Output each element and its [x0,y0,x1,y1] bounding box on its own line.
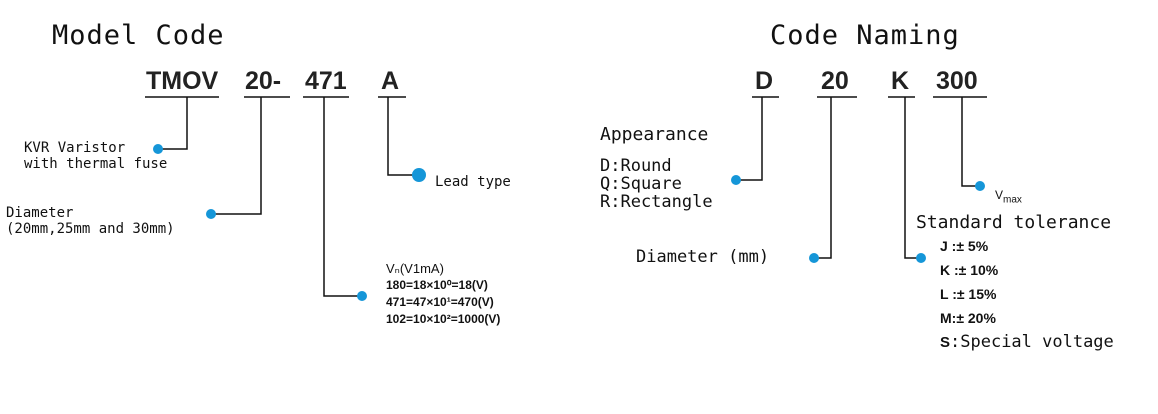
tolerance-j: J :± 5% [940,238,989,254]
tolerance-k: K :± 10% [940,262,999,278]
code-k: K [891,67,910,95]
appearance-rectangle: R:Rectangle [600,192,713,212]
code-471: 471 [305,67,347,95]
tolerance-list: J :± 5% K :± 10% L :± 15% M:± 20% S:Spec… [940,234,1114,355]
lead-type-label: Lead type [435,174,511,190]
code-naming-title: Code Naming [770,20,960,51]
code-300: 300 [936,67,978,95]
dot-lead [412,168,426,182]
connector-lead [387,97,418,176]
code-tmov: TMOV [146,67,219,95]
appearance-round: D:Round [600,156,672,176]
dot-diameter-r [809,253,819,263]
code-20r: 20 [821,67,849,95]
connector-vn [323,97,362,297]
appearance-heading: Appearance [600,124,709,145]
kvr-label-1: KVR Varistor [24,140,126,156]
vn-heading: Vₙ(V1mA) [386,261,444,276]
kvr-label-2: with thermal fuse [24,156,168,172]
appearance-square: Q:Square [600,174,682,194]
connector-tolerance [904,97,921,259]
dot-kvr [153,144,163,154]
connector-appearance [737,97,763,181]
tolerance-m: M:± 20% [940,310,996,326]
connector-vmax [961,97,978,187]
code-a: A [381,67,400,95]
connector-diameter-r [815,97,832,259]
dot-tolerance [916,253,926,263]
vn-line-2: 471=47×10¹=470(V) [386,295,494,309]
vn-line-3: 102=10×10²=1000(V) [386,312,501,326]
dot-vmax [975,181,985,191]
diameter-label-1: Diameter [6,205,74,221]
code-20: 20- [245,67,282,95]
diameter-label-2: (20mm,25mm and 30mm) [6,221,175,237]
code-d: D [755,67,774,95]
tolerance-heading: Standard tolerance [916,212,1112,233]
model-code-title: Model Code [52,20,225,51]
dot-vn [357,291,367,301]
dot-appearance [731,175,741,185]
tolerance-special: S:Special voltage [940,330,1114,355]
tolerance-l: L :± 15% [940,286,997,302]
connector-kvr [162,97,188,150]
dot-diameter [206,209,216,219]
connector-diameter [212,97,262,215]
special-key: S [940,334,951,351]
vmax-label: Vmax [995,188,1022,206]
vn-line-1: 180=18×10⁰=18(V) [386,278,488,292]
diameter-mm-label: Diameter (mm) [636,247,770,267]
special-text: :Special voltage [950,332,1114,352]
